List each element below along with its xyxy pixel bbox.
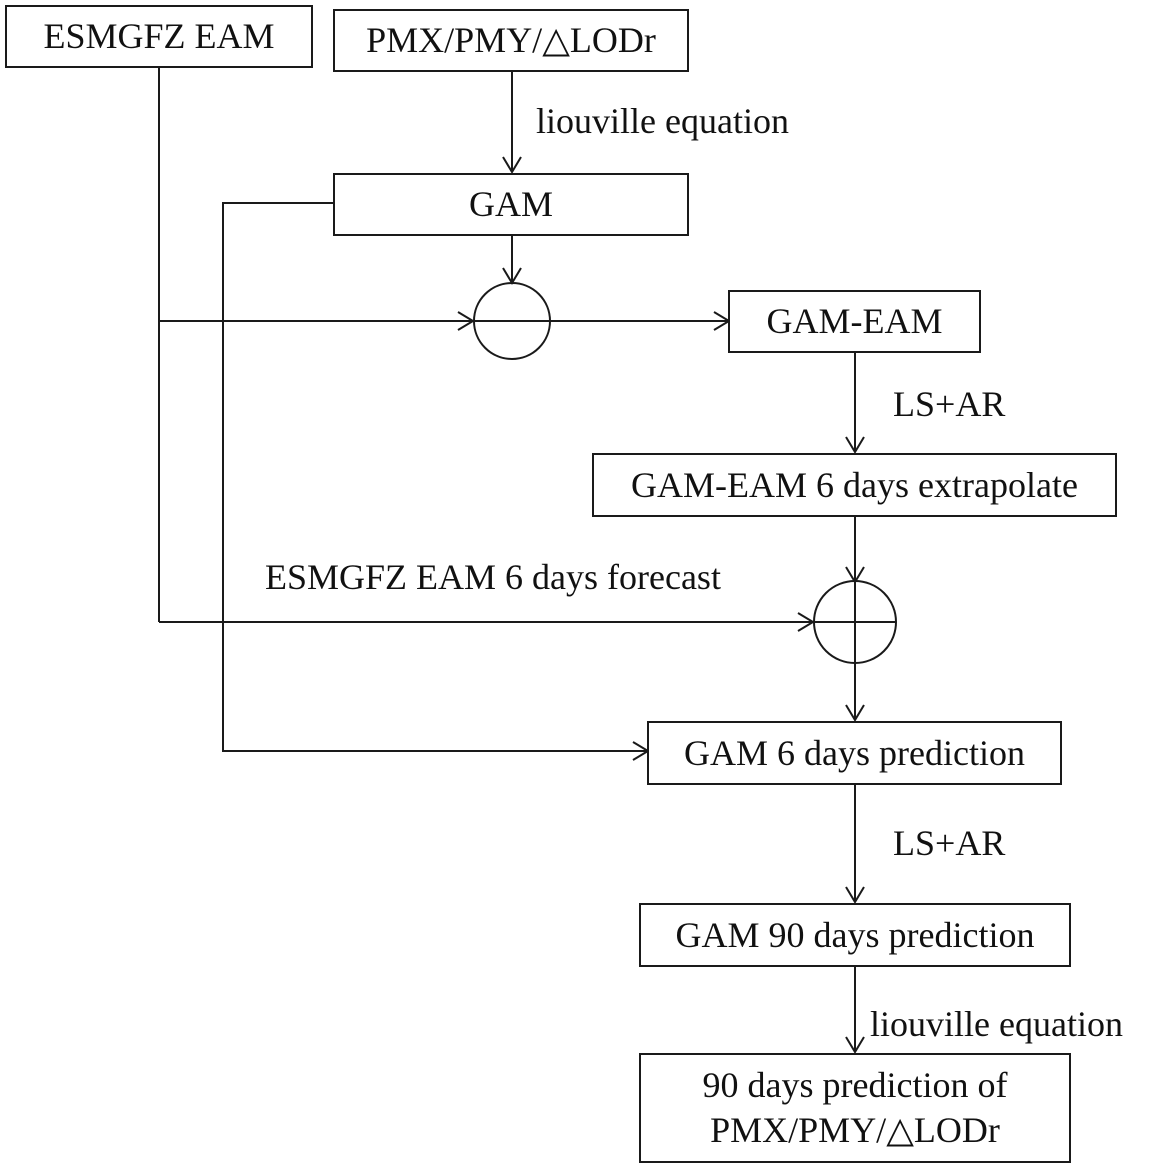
edge-gam-to-6day: [222, 202, 648, 752]
arrowhead: [845, 704, 865, 722]
arrowhead: [502, 156, 522, 174]
final-line-1: 90 days prediction of: [702, 1065, 1008, 1105]
node-gam: GAM: [333, 173, 689, 236]
edge-label-ls-ar-2: LS+AR: [893, 823, 1006, 863]
node-final-prediction: 90 days prediction of PMX/PMY/△LODr: [639, 1053, 1071, 1163]
node-gam-eam: GAM-EAM: [728, 290, 981, 353]
node-gam-90day: GAM 90 days prediction: [639, 903, 1071, 967]
arrowhead: [845, 436, 865, 454]
final-line-2: PMX/PMY/△LODr: [710, 1110, 1000, 1150]
arrowhead: [845, 1036, 865, 1054]
node-gam-eam-extrapolate: GAM-EAM 6 days extrapolate: [592, 453, 1117, 517]
edge-label-liouville-2: liouville equation: [870, 1004, 1123, 1044]
node-pm-input: PMX/PMY/△LODr: [333, 9, 689, 72]
arrowhead: [845, 886, 865, 904]
node-gam-6day: GAM 6 days prediction: [647, 721, 1062, 785]
node-esmgfz-eam: ESMGFZ EAM: [5, 5, 313, 68]
edge-label-eam-forecast: ESMGFZ EAM 6 days forecast: [265, 557, 721, 597]
edge-label-ls-ar-1: LS+AR: [893, 384, 1006, 424]
edge-label-liouville-1: liouville equation: [536, 101, 789, 141]
